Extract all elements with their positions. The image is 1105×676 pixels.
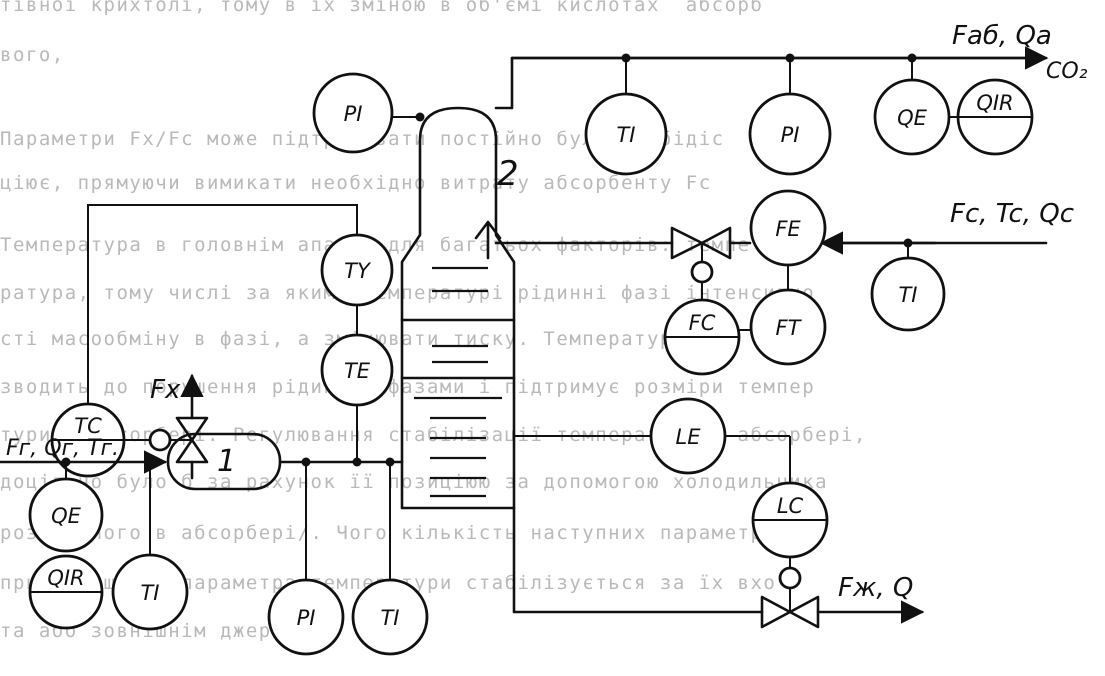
ti-exhaust-instrument: TI (584, 92, 668, 176)
ti-exhaust-tag: TI (616, 123, 635, 147)
fc-sorbent-tag: FC (689, 311, 716, 335)
sorbent-line: Fc, Tc, Qc (494, 199, 1074, 258)
feed-line: Fг, Qг, Tг. (0, 436, 404, 580)
qir-exhaust-instrument: QIR (956, 78, 1034, 156)
exhaust-line: Fаб, Qa CO₂ (494, 21, 1088, 110)
ti-feed2-instrument: TI (351, 578, 429, 656)
qe-feed-tag: QE (51, 504, 82, 528)
sorbent-stream-label: Fc, Tc, Qc (950, 199, 1074, 229)
coolant-stream-label: Fх (150, 375, 181, 405)
ft-sorbent-instrument: FT (749, 288, 827, 366)
qir-feed-instrument: QIR (28, 554, 104, 630)
pi-feed-instrument: PI (267, 578, 345, 656)
text-line: вого, (0, 44, 65, 66)
pi-feed-tag: PI (297, 606, 316, 630)
lc-tag: LC (777, 494, 804, 518)
feed-stream-label: Fг, Qг, Tг. (6, 436, 119, 461)
ty-tag: TY (344, 259, 372, 283)
te-instrument: TE (320, 333, 394, 407)
qir-exhaust-tag: QIR (976, 91, 1013, 115)
pi-exhaust-instrument: PI (748, 92, 832, 176)
le-instrument: LE (514, 397, 791, 484)
tc-tag: TC (74, 414, 102, 438)
ti-sorbent-tag: TI (898, 283, 917, 307)
sorbent-control-valve (670, 226, 732, 300)
text-line: ціює, прямуючи вимикати необхідно витрат… (0, 172, 712, 194)
qe-exhaust-tag: QE (897, 106, 928, 130)
co2-label: CO₂ (1046, 59, 1088, 84)
qe-exhaust-instrument: QE (873, 78, 960, 156)
fe-sorbent-instrument: FE (749, 189, 827, 290)
text-line: тівної крихтолі, тому в їх зміною в об'є… (0, 0, 764, 16)
pi-exhaust-tag: PI (781, 123, 800, 147)
up-flow-arrowhead (474, 220, 502, 240)
pi-column-instrument: PI (312, 72, 425, 154)
vessel-number: 1 (217, 444, 236, 479)
temperature-loop (87, 204, 362, 467)
ty-instrument: TY (320, 233, 394, 307)
fe-sorbent-tag: FE (775, 217, 801, 241)
absorber-column: 2 (400, 106, 519, 510)
text-line: та або зовнішнім джерелом (0, 620, 324, 642)
fc-sorbent-instrument: FC (663, 298, 753, 376)
exhaust-stream-label: Fаб, Qa (952, 21, 1052, 51)
liquid-out-stream-label: Fж, Q (838, 573, 913, 603)
text-line: ратура, тому числі за якими температурі … (0, 282, 816, 304)
le-tag: LE (676, 425, 702, 449)
lc-instrument: LC (751, 481, 829, 612)
qe-feed-instrument: QE (28, 477, 104, 553)
tc-instrument: TC (50, 402, 192, 478)
ti-feed-tag: TI (140, 581, 159, 605)
pi-column-tag: PI (344, 102, 363, 126)
ti-feed-instrument: TI (111, 553, 189, 631)
ti-feed2-tag: TI (380, 606, 399, 630)
coolant-valve: Fх (150, 373, 209, 480)
ti-sorbent-instrument: TI (870, 256, 946, 332)
column-number: 2 (497, 154, 519, 194)
liquid-outlet-line: Fж, Q (512, 506, 925, 629)
ft-sorbent-tag: FT (776, 316, 803, 340)
qir-feed-tag: QIR (47, 566, 84, 590)
te-tag: TE (344, 359, 371, 383)
